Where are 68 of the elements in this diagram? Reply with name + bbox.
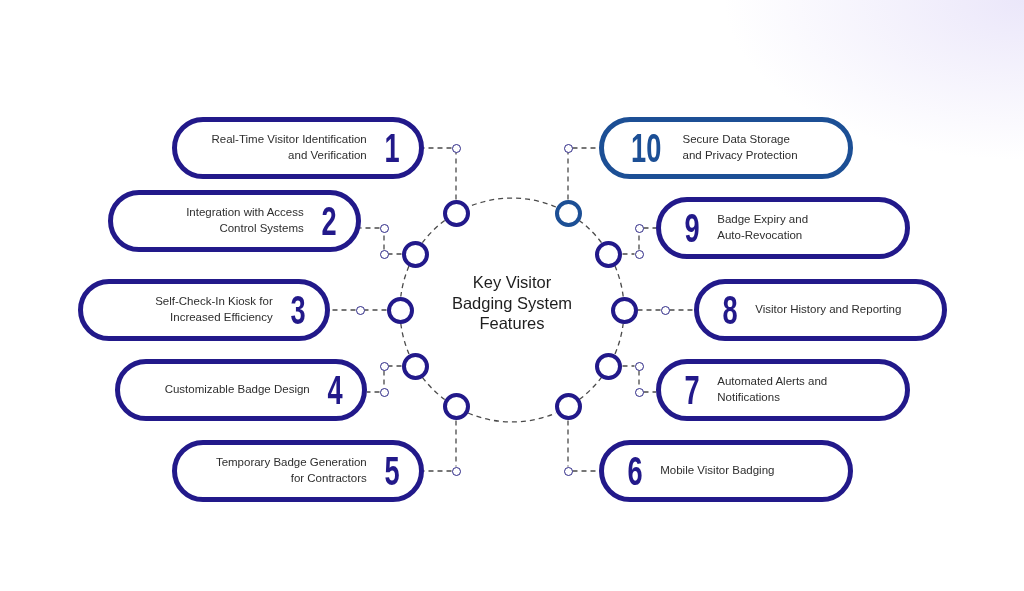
small-circle-node (634, 387, 644, 397)
small-circle-node (660, 305, 670, 315)
feature-number: 7 (684, 370, 700, 410)
dashed-arc (421, 219, 446, 244)
ring-node (554, 393, 582, 421)
dashed-connector (387, 253, 403, 255)
feature-description: Temporary Badge Generation for Contractors (214, 455, 367, 486)
feature-number: 3 (290, 290, 306, 330)
dashed-connector (363, 309, 388, 311)
dashed-arc (614, 265, 624, 298)
feature-description: Mobile Visitor Badging (660, 463, 775, 479)
dashed-arc (421, 376, 446, 401)
small-circle-node (634, 223, 644, 233)
small-circle-node (379, 361, 389, 371)
small-circle-node (563, 466, 573, 476)
dashed-connector (668, 309, 695, 311)
feature-description: Customizable Badge Design (164, 382, 310, 398)
feature-number: 1 (384, 128, 400, 168)
ring-node (595, 352, 623, 380)
dashed-arc (400, 322, 410, 355)
dashed-connector (567, 151, 569, 201)
ring-node (442, 199, 470, 227)
ring-node (554, 199, 582, 227)
feature-description: Automated Alerts and Notifications (717, 374, 829, 405)
ring-node (610, 296, 638, 324)
dashed-connector (642, 227, 657, 229)
ring-node (386, 296, 414, 324)
ring-node (442, 393, 470, 421)
feature-description: Badge Expiry and Auto-Revocation (717, 212, 810, 243)
dashed-connector (359, 227, 381, 229)
dashed-connector (642, 391, 657, 393)
feature-number: 5 (384, 451, 400, 491)
feature-number: 2 (321, 201, 337, 241)
dashed-arc (614, 322, 624, 355)
feature-number: 10 (631, 128, 662, 168)
dashed-connector (366, 391, 381, 393)
dashed-connector (567, 419, 569, 468)
small-circle-node (451, 466, 461, 476)
dashed-connector (387, 365, 403, 367)
feature-number: 4 (327, 370, 343, 410)
small-circle-node (379, 387, 389, 397)
dashed-connector (621, 365, 636, 367)
dashed-arc (578, 376, 603, 401)
small-circle-node (355, 305, 365, 315)
feature-number: 8 (722, 290, 738, 330)
feature-description: Visitor History and Reporting (755, 302, 902, 318)
feature-number: 9 (684, 208, 700, 248)
dashed-connector (621, 253, 636, 255)
dashed-connector (455, 419, 457, 468)
feature-description: Secure Data Storage and Privacy Protection (682, 132, 799, 163)
dashed-connector (455, 151, 457, 201)
small-circle-node (451, 143, 461, 153)
dashed-arc (400, 265, 410, 298)
feature-description: Real-Time Visitor Identification and Verification (210, 132, 367, 163)
small-circle-node (563, 143, 573, 153)
dashed-arc (578, 219, 603, 244)
small-circle-node (634, 249, 644, 259)
feature-description: Self-Check-In Kiosk for Increased Efficiency (154, 294, 273, 325)
ring-node (401, 352, 429, 380)
feature-number: 6 (627, 451, 643, 491)
ring-node (401, 240, 429, 268)
small-circle-node (379, 223, 389, 233)
ring-node (595, 240, 623, 268)
feature-description: Integration with Access Control Systems (185, 205, 304, 236)
dashed-connector (636, 309, 662, 311)
small-circle-node (379, 249, 389, 259)
small-circle-node (634, 361, 644, 371)
diagram-title: Key Visitor Badging System Features (450, 272, 574, 334)
